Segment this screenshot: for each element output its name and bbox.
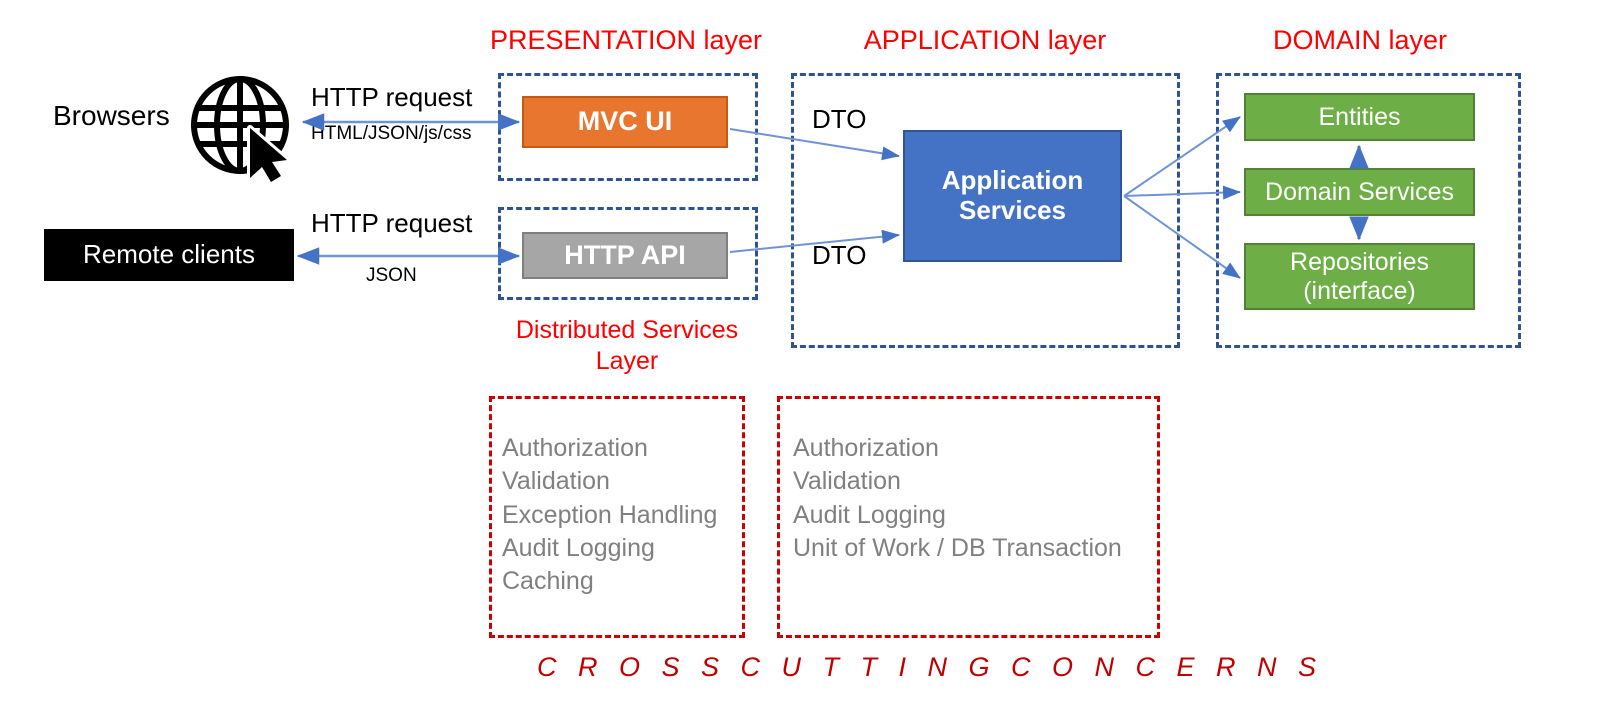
application-concerns-list: Authorization Validation Audit Logging U… xyxy=(793,432,1122,565)
concern-item: Exception Handling xyxy=(502,500,718,529)
repositories-label-line2: (interface) xyxy=(1303,276,1416,305)
dto-bottom-label: DTO xyxy=(812,240,867,270)
concern-item: Unit of Work / DB Transaction xyxy=(793,533,1122,562)
mvc-ui-box: MVC UI xyxy=(522,96,728,148)
concern-item: Audit Logging xyxy=(793,500,946,529)
distributed-services-concerns-panel xyxy=(489,396,745,638)
payload-top-label: HTML/JSON/js/css xyxy=(311,123,472,144)
domain-services-box: Domain Services xyxy=(1244,168,1475,216)
concern-item: Authorization xyxy=(502,434,648,462)
dto-top-label: DTO xyxy=(812,104,867,134)
application-layer-title: APPLICATION layer xyxy=(863,25,1107,55)
repositories-box: Repositories (interface) xyxy=(1244,243,1475,310)
application-services-box: Application Services xyxy=(903,130,1122,262)
concern-item: Audit Logging xyxy=(502,533,655,562)
payload-bottom-label: JSON xyxy=(366,265,417,286)
concern-item: Authorization xyxy=(793,434,939,462)
domain-layer-title: DOMAIN layer xyxy=(1272,25,1448,55)
http-api-box: HTTP API xyxy=(522,232,728,279)
http-request-top-label: HTTP request xyxy=(311,82,473,112)
http-request-bottom-label: HTTP request xyxy=(311,208,473,238)
presentation-layer-title: PRESENTATION layer xyxy=(490,25,763,55)
remote-clients-box: Remote clients xyxy=(44,229,294,281)
cross-cutting-concerns-footer: C R O S S C U T T I N G C O N C E R N S xyxy=(537,652,1324,682)
distributed-services-concerns-list: Authorization Validation Exception Handl… xyxy=(502,432,717,598)
application-services-label: Application Services xyxy=(941,165,1084,225)
repositories-label-line1: Repositories xyxy=(1290,247,1429,276)
concern-item: Validation xyxy=(502,467,610,496)
concern-item: Validation xyxy=(793,467,901,496)
concern-item: Caching xyxy=(502,567,594,595)
globe-cursor-icon xyxy=(188,70,298,185)
distributed-services-layer-title: Distributed Services Layer xyxy=(515,316,739,376)
entities-box: Entities xyxy=(1244,93,1475,141)
browsers-label: Browsers xyxy=(53,100,170,131)
application-concerns-panel xyxy=(777,396,1160,638)
